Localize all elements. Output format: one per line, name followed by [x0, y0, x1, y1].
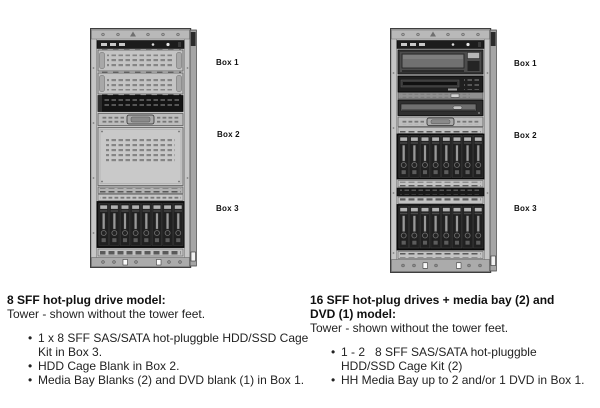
thin-strip — [397, 92, 484, 100]
model-heading-8sff: 8 SFF hot-plug drive model: — [7, 293, 309, 307]
tower-16sff-illustration — [390, 28, 497, 273]
box-label: Box 1 — [216, 58, 239, 67]
label-strip-mid-a — [397, 180, 484, 188]
model-subheading: Tower - shown without the tower feet. — [7, 307, 206, 321]
dvd-drive — [397, 99, 484, 116]
bullet-line: Media Bay Blanks (2) and DVD blank (1) i… — [38, 373, 305, 387]
label-strip-mid-b — [397, 196, 484, 204]
right-model-description: 16 SFF hot-plug drives + media bay (2) a… — [310, 293, 600, 387]
hdd-cage-blank — [97, 127, 184, 186]
box-label: Box 2 — [217, 130, 240, 139]
bullet-item: Media Bay Blanks (2) and DVD blank (1) i… — [28, 373, 309, 387]
bullet-line: 1 - 2 8 SFF SAS/SATA hot-pluggble — [341, 345, 537, 359]
left-model-description: 8 SFF hot-plug drive model: Tower - show… — [7, 293, 309, 387]
bullet-item: HH Media Bay up to 2 and/or 1 DVD in Box… — [331, 373, 600, 387]
front-io-panel — [96, 40, 185, 49]
handle-vent-strip — [397, 116, 484, 127]
box-label: Box 2 — [514, 131, 537, 140]
cage-separator — [396, 187, 485, 197]
tape-drive-bay — [397, 49, 484, 75]
model-heading-16sff: 16 SFF hot-plug drives + media bay (2) a… — [310, 293, 600, 321]
bullet-line: HDD Cage Blank in Box 2. — [38, 359, 180, 373]
bullet-line: 1 x 8 SFF SAS/SATA hot-pluggble HDD/SSD … — [38, 331, 309, 345]
label-strip-a — [97, 186, 184, 194]
box-label: Box 3 — [514, 204, 537, 213]
heading-line: 16 SFF hot-plug drives + media bay (2) a… — [310, 293, 555, 307]
heading-line: 8 SFF hot-plug drive model: — [7, 293, 166, 307]
top-panel — [91, 29, 190, 40]
tower-8sff-illustration — [90, 28, 197, 268]
bullet-item: HDD Cage Blank in Box 2. — [28, 359, 309, 373]
bullet-line: HDD/SSD Cage Kit (2) — [341, 359, 463, 373]
bottom-label-strip — [397, 251, 484, 259]
box-label: Box 3 — [216, 204, 239, 213]
tower-figure-8sff — [90, 28, 197, 268]
drive-cage-box3 — [396, 204, 485, 251]
top-panel — [391, 29, 490, 40]
tower-figure-16sff — [390, 28, 497, 273]
drive-cage-box2 — [396, 133, 485, 180]
handle-vent-strip — [97, 113, 184, 126]
box-label: Box 1 — [514, 59, 537, 68]
bullet-line: Kit in Box 3. — [38, 345, 103, 359]
dvd-blank — [97, 93, 184, 112]
media-drive-bay — [397, 75, 484, 93]
media-bay-blank-1 — [97, 48, 184, 72]
model-bullet-list: 1 - 2 8 SFF SAS/SATA hot-pluggble HDD/SS… — [310, 345, 600, 387]
bullet-line: HH Media Bay up to 2 and/or 1 DVD in Box… — [341, 373, 585, 387]
media-bay-blank-2 — [97, 71, 184, 95]
bullet-item: 1 x 8 SFF SAS/SATA hot-pluggble HDD/SSD … — [28, 331, 309, 359]
model-bullet-list: 1 x 8 SFF SAS/SATA hot-pluggble HDD/SSD … — [7, 331, 309, 387]
bullet-item: 1 - 2 8 SFF SAS/SATA hot-pluggble HDD/SS… — [331, 345, 600, 373]
drive-cage-8sff — [96, 201, 185, 248]
bottom-panel — [391, 259, 490, 272]
front-io-panel — [396, 40, 485, 49]
label-strip-b — [97, 194, 184, 201]
model-subheading: Tower - shown without the tower feet. — [310, 321, 509, 335]
bottom-panel — [91, 257, 190, 268]
bottom-label-strip — [97, 248, 184, 257]
label-strip-box2 — [397, 127, 484, 134]
heading-line: DVD (1) model: — [310, 307, 397, 321]
